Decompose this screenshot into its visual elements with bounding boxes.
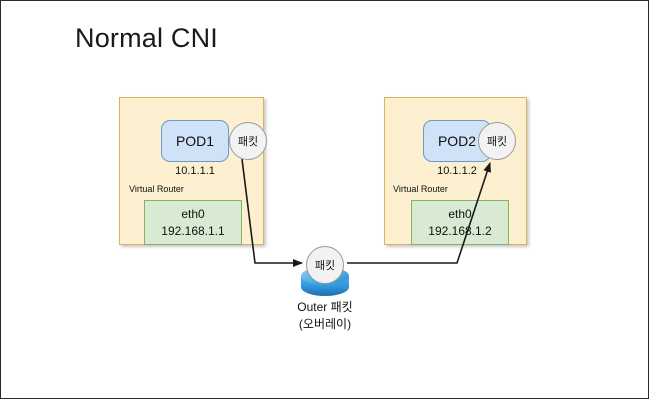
virtual-router-label-left: Virtual Router: [129, 184, 184, 194]
page-title: Normal CNI: [75, 23, 219, 53]
interface-box-left: eth0 192.168.1.1: [144, 200, 242, 245]
outer-packet-caption: Outer 패킷 (오버레이): [265, 299, 385, 333]
virtual-router-label-right: Virtual Router: [393, 184, 448, 194]
pod-box-pod2[interactable]: POD2: [423, 120, 491, 162]
interface-name-right: eth0: [448, 207, 472, 222]
packet-label: 패킷: [486, 136, 508, 148]
interface-ip-right: 192.168.1.2: [428, 223, 492, 238]
interface-ip-left: 192.168.1.1: [161, 223, 225, 238]
interface-box-right: eth0 192.168.1.2: [411, 200, 509, 245]
connector-center-to-right: [347, 162, 491, 264]
packet-circle-left: 패킷: [229, 122, 267, 160]
pod-ip-label-right: 10.1.1.2: [437, 165, 477, 177]
interface-name-left: eth0: [181, 207, 205, 222]
pod-ip-label-left: 10.1.1.1: [175, 165, 215, 177]
packet-circle-right: 패킷: [478, 122, 516, 160]
pod-label: POD1: [175, 133, 215, 149]
pod-box-pod1[interactable]: POD1: [161, 120, 229, 162]
packet-label: 패킷: [237, 136, 259, 148]
packet-circle-center: 패킷: [306, 246, 344, 284]
connector-left-to-center: [241, 158, 303, 267]
outer-packet-caption-line1: Outer 패킷: [297, 300, 353, 314]
outer-packet-caption-line2: (오버레이): [298, 316, 352, 331]
pod-label: POD2: [437, 133, 477, 149]
packet-label: 패킷: [314, 260, 336, 272]
